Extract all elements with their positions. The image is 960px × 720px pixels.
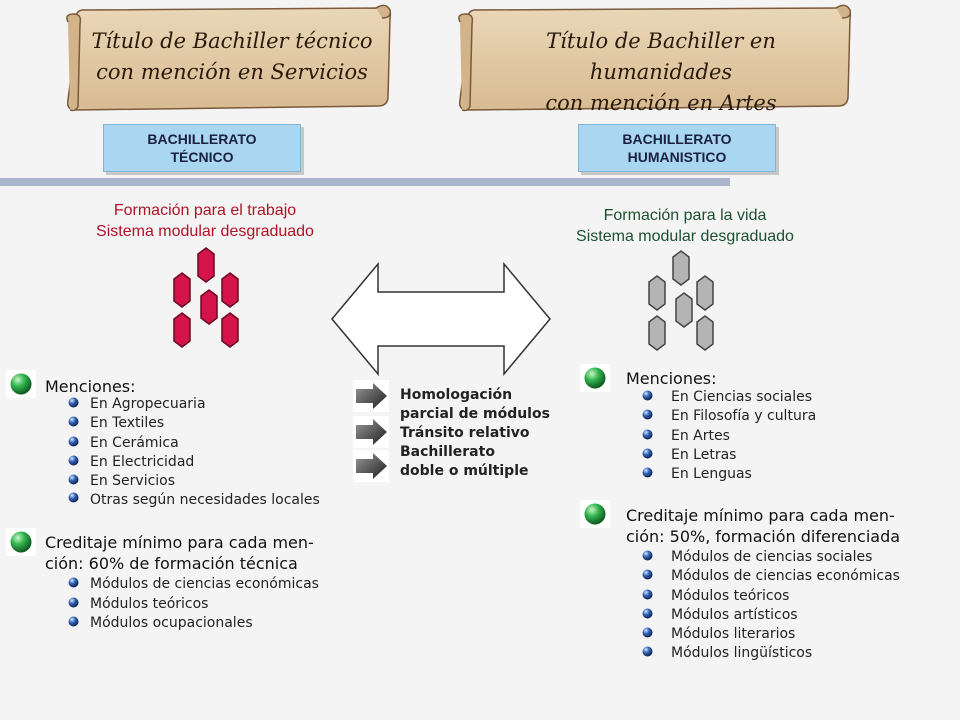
bachillerato-humanistico-box: BACHILLERATO HUMANISTICO: [578, 124, 776, 172]
gray-module-hexagon-6: [696, 315, 714, 351]
right-scroll-banner: [458, 4, 852, 112]
right-mencion-item-1: En Ciencias sociales: [671, 389, 813, 405]
gray-module-hexagon-4: [675, 292, 693, 328]
right-menciones-heading: Menciones:: [626, 369, 717, 388]
red-module-hexagon-3: [221, 272, 239, 308]
left-button-line1: BACHILLERATO: [147, 131, 257, 147]
gray-module-hexagon-5: [648, 315, 666, 351]
blue-bullet-icon: [68, 416, 79, 427]
blue-bullet-icon: [642, 550, 653, 561]
green-bullet-icon: [10, 373, 32, 395]
arrow-icon-2: [353, 416, 389, 448]
left-creditaje-heading: Creditaje mínimo para cada men- ción: 60…: [45, 532, 314, 574]
left-mencion-item-3: En Cerámica: [90, 435, 179, 451]
middle-line-3: Tránsito relativo: [400, 425, 530, 441]
right-creditaje-heading: Creditaje mínimo para cada men- ción: 50…: [626, 505, 900, 547]
right-button-line1: BACHILLERATO: [622, 131, 732, 147]
right-subtitle: Formación para la vida Sistema modular d…: [520, 205, 850, 247]
left-module-item-1: Módulos de ciencias económicas: [90, 576, 319, 592]
left-menciones-heading: Menciones:: [45, 377, 136, 396]
blue-bullet-icon: [642, 608, 653, 619]
red-module-hexagon-2: [173, 272, 191, 308]
right-mencion-item-3: En Artes: [671, 428, 730, 444]
homologacion-text: Homologación parcial de módulos Tránsito…: [400, 386, 550, 481]
left-module-item-2: Módulos teóricos: [90, 596, 209, 612]
blue-bullet-icon: [68, 397, 79, 408]
red-module-hexagon-4: [200, 289, 218, 325]
red-module-hexagon-5: [173, 312, 191, 348]
green-bullet-icon: [10, 531, 32, 553]
left-mencion-item-2: En Textiles: [90, 415, 165, 431]
gray-module-hexagon-1: [672, 250, 690, 286]
left-mencion-item-6: Otras según necesidades locales: [90, 492, 320, 508]
red-module-cluster: [173, 247, 239, 348]
gray-module-cluster: [648, 250, 714, 351]
left-scroll-line2: con mención en Servicios: [96, 60, 368, 84]
right-module-item-2: Módulos de ciencias económicas: [671, 568, 900, 584]
blue-bullet-icon: [642, 589, 653, 600]
left-scroll-line1: Título de Bachiller técnico: [91, 29, 373, 53]
left-scroll-banner: [66, 4, 392, 112]
blue-bullet-icon: [68, 436, 79, 447]
left-subtitle-line1: Formación para el trabajo: [113, 202, 297, 219]
blue-bullet-icon: [642, 390, 653, 401]
double-arrow: [331, 262, 551, 376]
horizontal-divider: [0, 178, 730, 186]
blue-bullet-icon: [642, 627, 653, 638]
middle-line-4: Bachillerato: [400, 444, 495, 460]
right-module-item-1: Módulos de ciencias sociales: [671, 549, 873, 565]
right-subtitle-line2: Sistema modular desgraduado: [576, 228, 794, 245]
blue-bullet-icon: [68, 492, 79, 503]
bachillerato-tecnico-box: BACHILLERATO TÉCNICO: [103, 124, 301, 172]
right-credit-line2: ción: 50%, formación diferenciada: [626, 527, 901, 546]
arrow-icon-3: [353, 450, 389, 482]
left-module-item-3: Módulos ocupacionales: [90, 615, 253, 631]
gray-module-hexagon-3: [696, 275, 714, 311]
right-module-item-6: Módulos lingüísticos: [671, 645, 813, 661]
left-mencion-item-4: En Electricidad: [90, 454, 195, 470]
green-bullet-icon: [584, 503, 606, 525]
left-subtitle-line2: Sistema modular desgraduado: [96, 223, 314, 240]
right-mencion-item-2: En Filosofía y cultura: [671, 408, 817, 424]
left-scroll-title: Título de Bachiller técnico con mención …: [82, 26, 382, 88]
middle-line-5: doble o múltiple: [400, 463, 529, 479]
blue-bullet-icon: [642, 409, 653, 420]
left-credit-line2: ción: 60% de formación técnica: [45, 554, 298, 573]
red-module-hexagon-1: [197, 247, 215, 283]
right-mencion-item-5: En Lenguas: [671, 466, 752, 482]
left-credit-line1: Creditaje mínimo para cada men-: [45, 533, 314, 552]
red-module-hexagon-6: [221, 312, 239, 348]
middle-line-2: parcial de módulos: [400, 406, 550, 422]
right-module-item-4: Módulos artísticos: [671, 607, 798, 623]
right-subtitle-line1: Formación para la vida: [603, 207, 767, 224]
left-mencion-item-1: En Agropecuaria: [90, 396, 206, 412]
middle-line-1: Homologación: [400, 387, 513, 403]
right-scroll-line1: Título de Bachiller en humanidades: [546, 29, 776, 84]
blue-bullet-icon: [68, 597, 79, 608]
right-module-item-5: Módulos literarios: [671, 626, 796, 642]
left-mencion-item-5: En Servicios: [90, 473, 176, 489]
right-button-line2: HUMANISTICO: [627, 149, 727, 165]
right-mencion-item-4: En Letras: [671, 447, 737, 463]
blue-bullet-icon: [642, 569, 653, 580]
arrow-icon-1: [353, 380, 389, 412]
left-subtitle: Formación para el trabajo Sistema modula…: [40, 200, 370, 242]
blue-bullet-icon: [68, 455, 79, 466]
blue-bullet-icon: [68, 577, 79, 588]
blue-bullet-icon: [642, 429, 653, 440]
right-scroll-line2: con mención en Artes: [545, 91, 777, 115]
blue-bullet-icon: [68, 616, 79, 627]
blue-bullet-icon: [642, 646, 653, 657]
blue-bullet-icon: [68, 474, 79, 485]
green-bullet-icon: [584, 367, 606, 389]
blue-bullet-icon: [642, 467, 653, 478]
blue-bullet-icon: [642, 448, 653, 459]
right-credit-line1: Creditaje mínimo para cada men-: [626, 506, 895, 525]
right-module-item-3: Módulos teóricos: [671, 588, 790, 604]
right-scroll-title: Título de Bachiller en humanidades con m…: [476, 26, 846, 119]
gray-module-hexagon-2: [648, 275, 666, 311]
left-button-line2: TÉCNICO: [170, 149, 234, 165]
